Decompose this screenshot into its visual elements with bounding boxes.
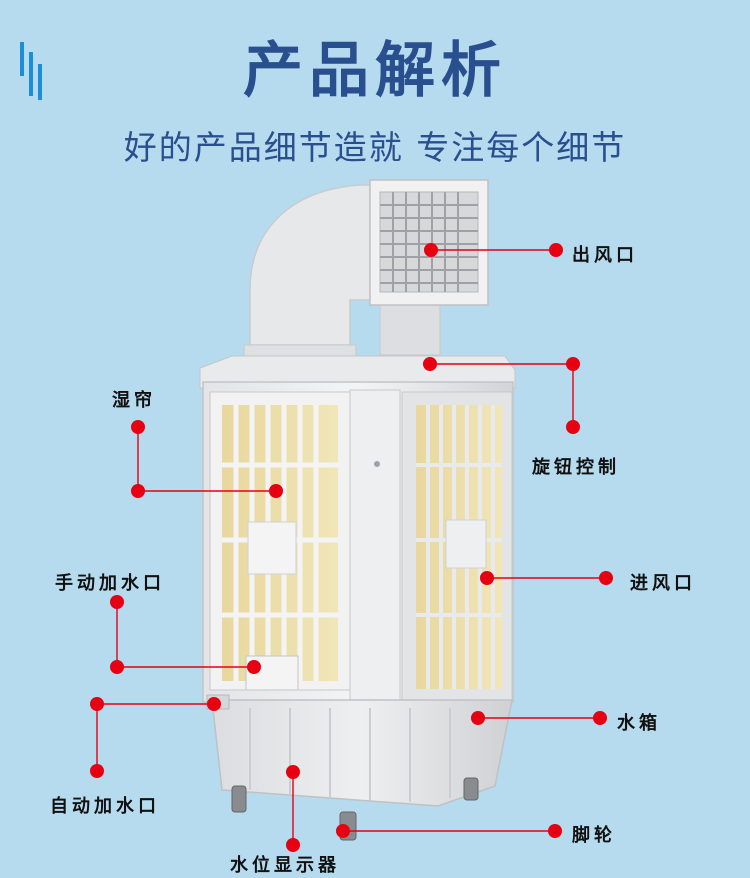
marker-inlet-point [480, 571, 494, 585]
marker-curtain-end [131, 420, 145, 434]
decorative-bars-icon [20, 42, 42, 100]
marker-manual-end [110, 595, 124, 609]
label-water-level-indicator: 水位显示器 [230, 855, 340, 876]
marker-caster-point [336, 824, 350, 838]
water-tank-shape [206, 694, 513, 807]
marker-curtain-bend [131, 484, 145, 498]
marker-knob-point [423, 357, 437, 371]
marker-caster-end [548, 824, 562, 838]
callout-markers [90, 243, 613, 852]
label-caster: 脚轮 [572, 825, 616, 846]
label-auto-water-inlet: 自动加水口 [50, 796, 160, 817]
label-manual-water-inlet: 手动加水口 [55, 573, 165, 594]
cooler-body [202, 381, 514, 713]
label-air-inlet: 进风口 [630, 573, 696, 594]
marker-level-end [286, 838, 300, 852]
page-title: 产品解析 [243, 36, 507, 106]
marker-air-outlet-point [424, 243, 438, 257]
marker-knob-end [566, 420, 580, 434]
marker-curtain-point [269, 484, 283, 498]
marker-manual-point [247, 660, 261, 674]
marker-auto-bend [90, 697, 104, 711]
air-outlet-grille [369, 179, 489, 306]
marker-tank-point [471, 711, 485, 725]
label-knob-control: 旋钮控制 [532, 457, 620, 478]
marker-auto-point [207, 697, 221, 711]
marker-inlet-end [599, 571, 613, 585]
marker-air-outlet-end [549, 243, 563, 257]
label-water-tank: 水箱 [617, 713, 661, 734]
marker-manual-bend [110, 660, 124, 674]
page-subtitle: 好的产品细节造就 专注每个细节 [123, 128, 627, 167]
marker-level-point [286, 765, 300, 779]
marker-knob-bend [566, 357, 580, 371]
label-air-outlet: 出风口 [572, 245, 638, 266]
marker-auto-end [90, 764, 104, 778]
label-wet-curtain: 湿帘 [112, 390, 156, 411]
marker-tank-end [593, 711, 607, 725]
